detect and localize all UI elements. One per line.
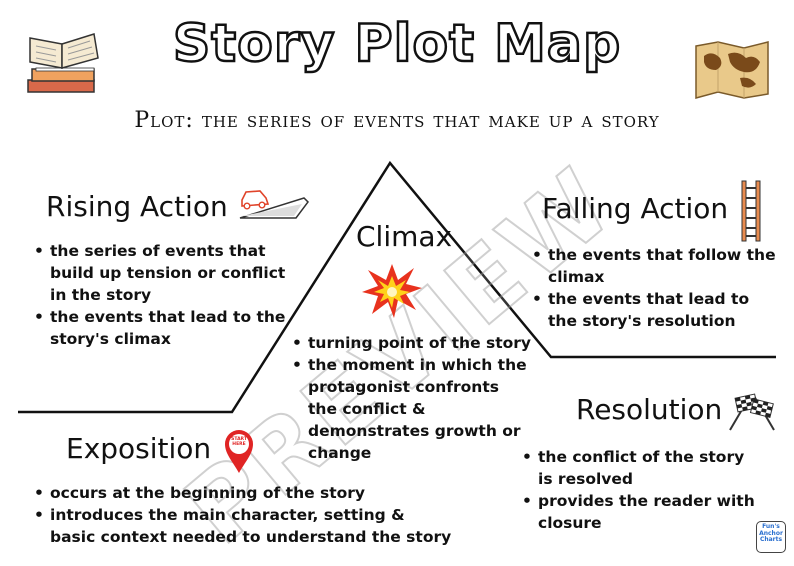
list-item: the moment in which the protagonist conf… — [292, 354, 532, 464]
falling-action-list: the events that follow the climax the ev… — [532, 244, 782, 332]
ladder-icon — [741, 180, 761, 242]
explosion-icon — [362, 264, 422, 318]
page-subtitle: Plot: the series of events that make up … — [134, 108, 660, 133]
map-pin-label: START HERE — [231, 437, 247, 447]
falling-action-heading: Falling Action — [542, 192, 729, 225]
list-item: the events that follow the climax — [532, 244, 782, 288]
rising-action-heading: Rising Action — [46, 190, 228, 223]
resolution-heading: Resolution — [576, 393, 723, 426]
list-item: the events that lead to the story's clim… — [34, 306, 304, 350]
list-item: provides the reader with closure — [522, 490, 762, 534]
list-item: the events that lead to the story's reso… — [532, 288, 782, 332]
map-pin-icon: START HERE — [223, 428, 255, 474]
list-item: occurs at the beginning of the story — [34, 482, 454, 504]
page-title: Story Plot Map — [172, 13, 622, 76]
climax-list: turning point of the story the moment in… — [292, 332, 532, 464]
brand-logo: Fun's Anchor Charts — [756, 521, 786, 553]
exposition-list: occurs at the beginning of the story int… — [34, 482, 454, 548]
open-book-icon — [27, 33, 99, 93]
list-item: introduces the main character, setting &… — [34, 504, 454, 548]
list-item: turning point of the story — [292, 332, 532, 354]
resolution-list: the conflict of the story is resolved pr… — [522, 446, 762, 534]
exposition-heading: Exposition — [66, 432, 212, 465]
car-uphill-icon — [239, 190, 309, 219]
checkered-flags-icon — [729, 393, 775, 431]
brand-logo-text: Fun's Anchor Charts — [759, 523, 783, 543]
list-item: the conflict of the story is resolved — [522, 446, 762, 490]
climax-heading: Climax — [356, 220, 453, 253]
rising-action-list: the series of events that build up tensi… — [34, 240, 304, 350]
list-item: the series of events that build up tensi… — [34, 240, 304, 306]
treasure-map-icon — [695, 41, 769, 99]
